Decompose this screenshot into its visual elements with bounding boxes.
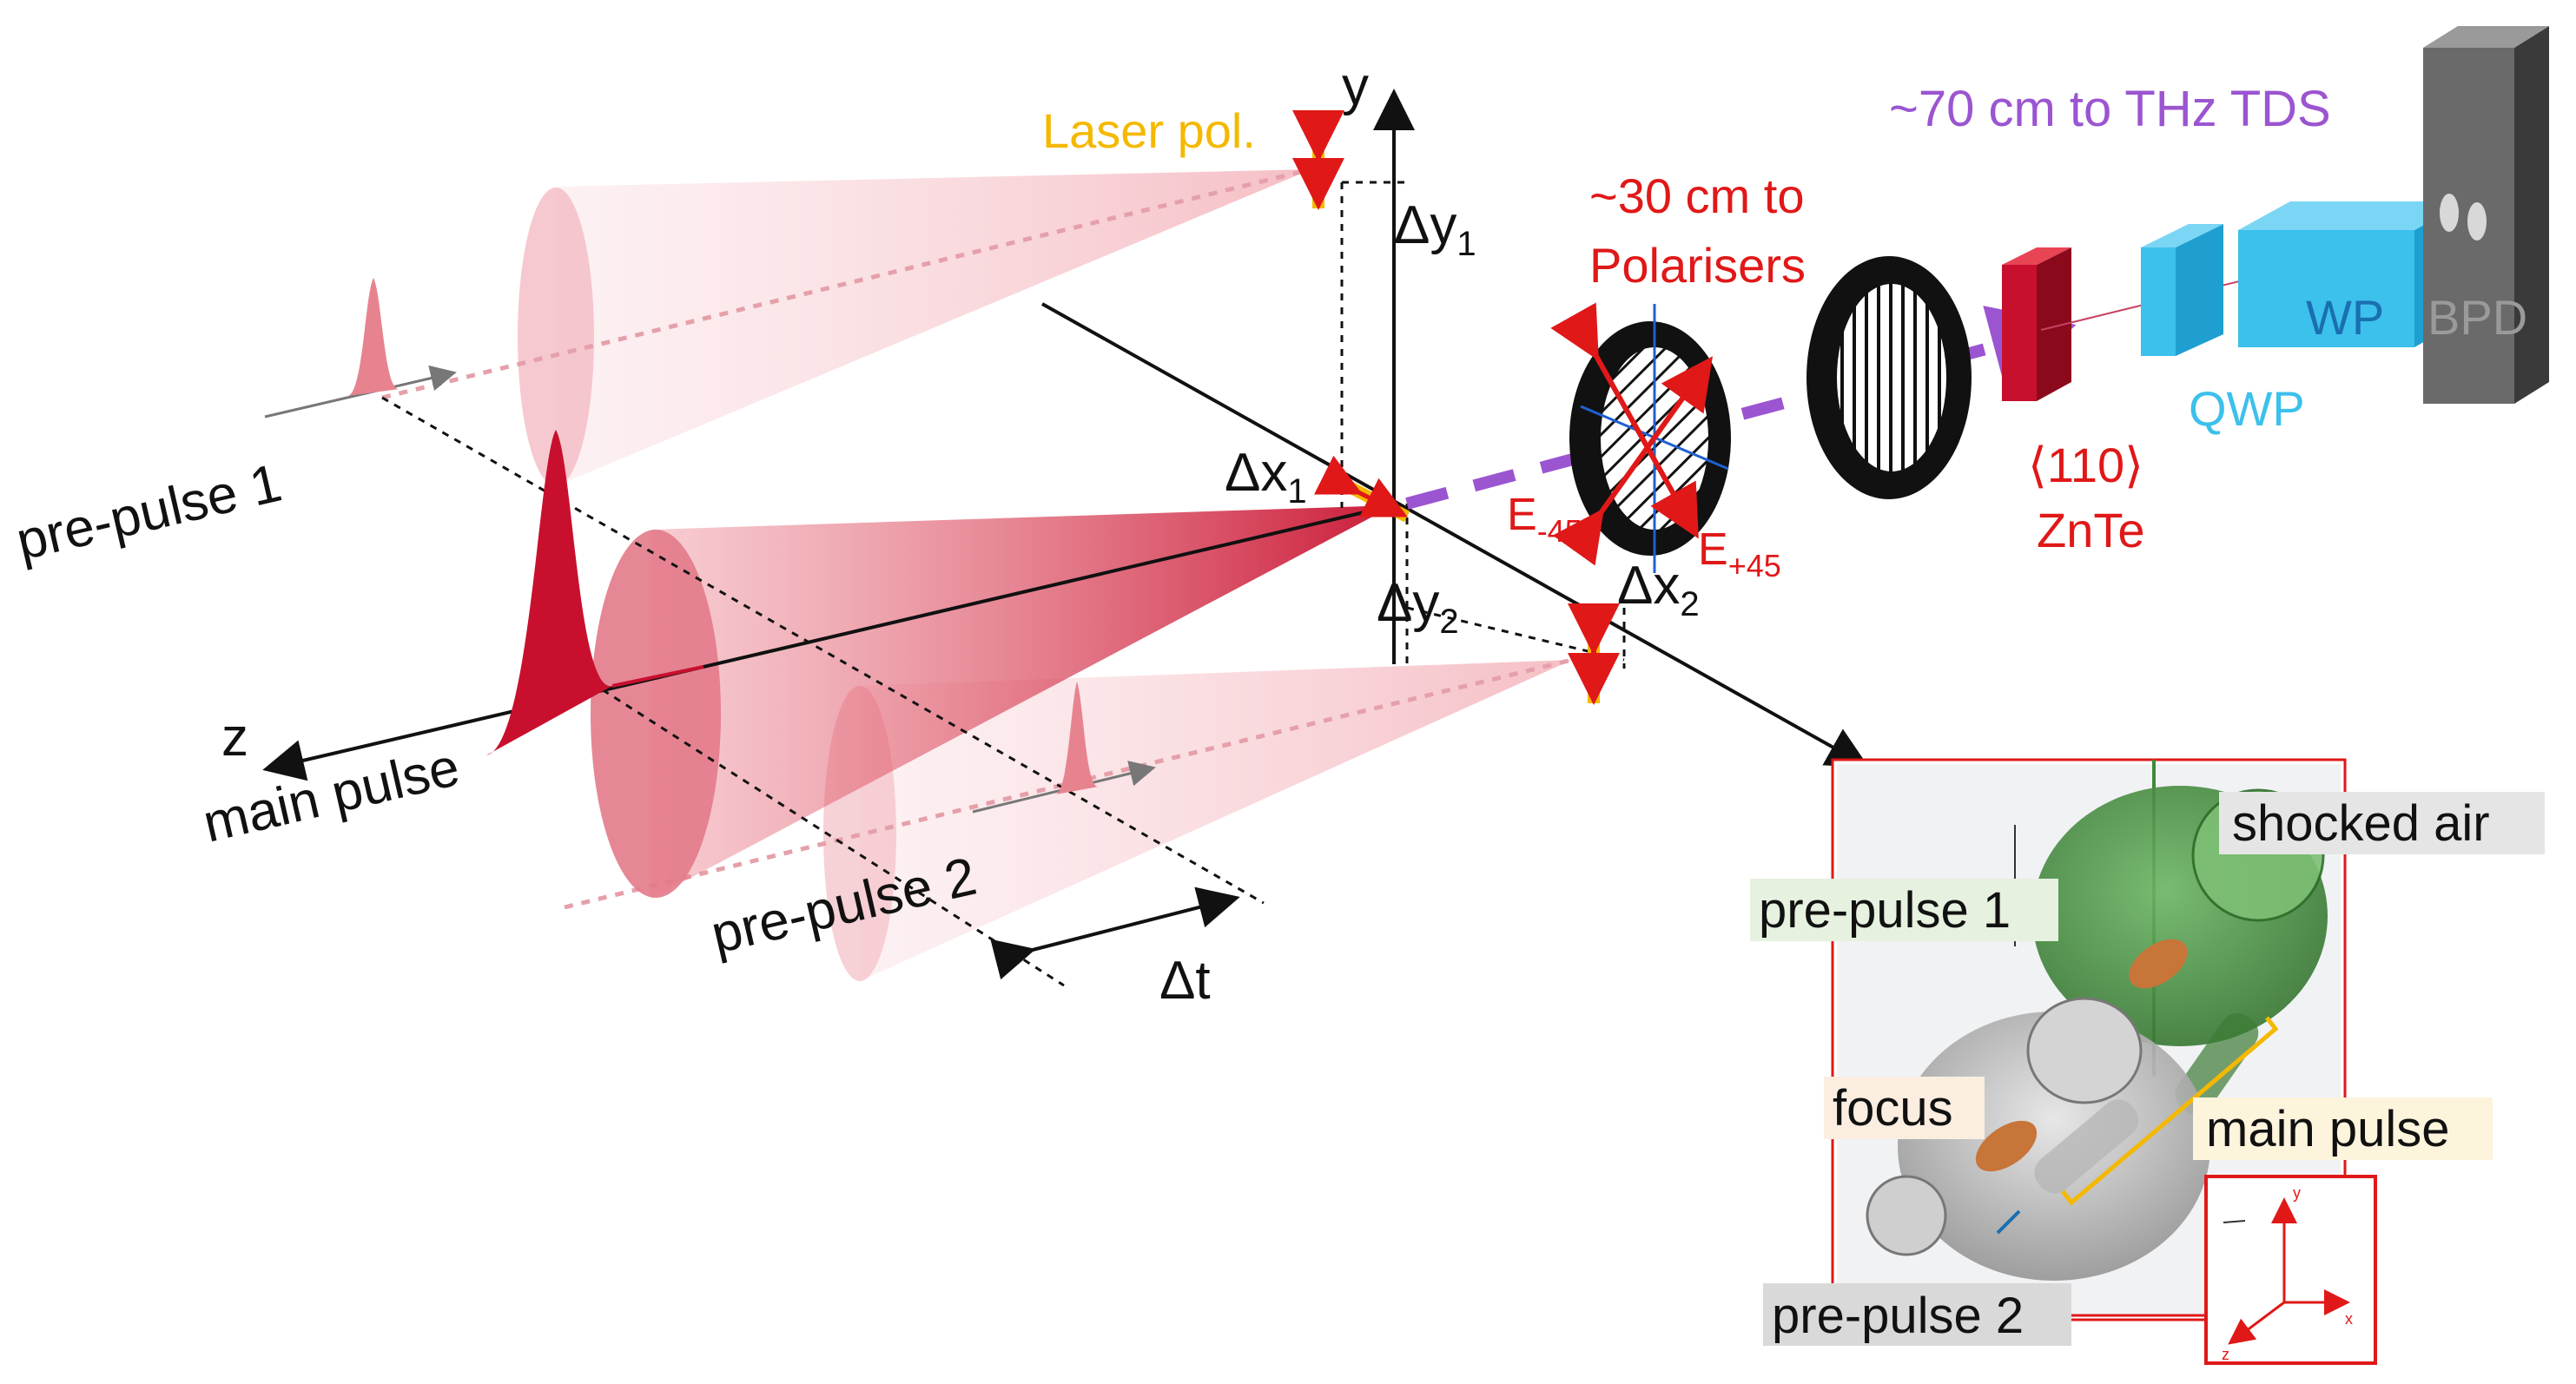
pre-pulse-2 bbox=[972, 682, 1156, 814]
mini-axis-x: x bbox=[2345, 1310, 2353, 1328]
main-pulse-pol-double-arrow-icon bbox=[1314, 455, 1410, 523]
inset-pre1-bg bbox=[1750, 879, 2058, 941]
inset-focus-bg bbox=[1824, 1077, 1985, 1139]
pre-pulse-1-cone bbox=[518, 169, 1311, 486]
qwp-optic bbox=[2141, 224, 2223, 356]
dx2-label: Δx2 bbox=[1617, 556, 1700, 623]
pre-pulse-1 bbox=[264, 278, 457, 418]
wp-label: WP bbox=[2306, 290, 2384, 345]
polarisers-distance-line1: ~30 cm to bbox=[1589, 168, 1804, 223]
tds-distance-label: ~70 cm to THz TDS bbox=[1889, 81, 2331, 137]
x-axis bbox=[1041, 302, 1869, 768]
dx1-label: Δx1 bbox=[1225, 443, 1307, 511]
z-axis-label: z bbox=[221, 708, 248, 768]
polarisers-distance-line2: Polarisers bbox=[1589, 238, 1806, 293]
inset-focus-label: focus bbox=[1833, 1080, 1953, 1137]
crystal-material-label: ZnTe bbox=[2037, 503, 2145, 557]
e-minus45-label: E-45 bbox=[1507, 490, 1582, 549]
crystal-orientation-label: ⟨110⟩ bbox=[2028, 438, 2143, 492]
dy1-label: Δy1 bbox=[1394, 195, 1476, 263]
inset-pre2-bg bbox=[1763, 1283, 2071, 1346]
inset-shocked-air-label: shocked air bbox=[2232, 795, 2490, 852]
y-axis-label: y bbox=[1342, 56, 1369, 116]
bpd-photodiode-icon bbox=[2423, 26, 2549, 404]
polariser-2-polariser-icon bbox=[1807, 256, 1972, 499]
laser-pol-label: Laser pol. bbox=[1042, 103, 1256, 158]
e-plus45-label: E+45 bbox=[1698, 524, 1781, 583]
inset-pre1-label: pre-pulse 1 bbox=[1759, 882, 2011, 939]
polariser-1-polariser-icon bbox=[1550, 302, 1731, 573]
inset-pre2-label: pre-pulse 2 bbox=[1772, 1288, 2024, 1344]
mini-axis-z: z bbox=[2222, 1346, 2229, 1363]
main-pulse bbox=[486, 430, 704, 755]
z-axis bbox=[262, 504, 1395, 781]
main-pulse-cone bbox=[591, 505, 1394, 899]
znte-crystal bbox=[2002, 247, 2071, 401]
qwp-label: QWP bbox=[2189, 381, 2305, 436]
inset-shocked-air-bg bbox=[2219, 792, 2545, 854]
mini-axis-y: y bbox=[2293, 1184, 2301, 1202]
bpd-label: BPD bbox=[2427, 290, 2527, 345]
inset-main-bg bbox=[2193, 1097, 2493, 1160]
pre-pulse-1-label: pre-pulse 1 bbox=[11, 453, 287, 572]
mini-axes-box: y x z bbox=[2204, 1175, 2377, 1365]
dy2-label: Δy2 bbox=[1377, 573, 1459, 641]
thz-beam bbox=[1405, 306, 2077, 510]
pre-pulse-1-beam-path bbox=[381, 167, 1312, 400]
inset-main-label: main pulse bbox=[2206, 1101, 2449, 1157]
delta-t-label: Δt bbox=[1159, 951, 1211, 1011]
delta-t-arrow bbox=[990, 886, 1240, 980]
